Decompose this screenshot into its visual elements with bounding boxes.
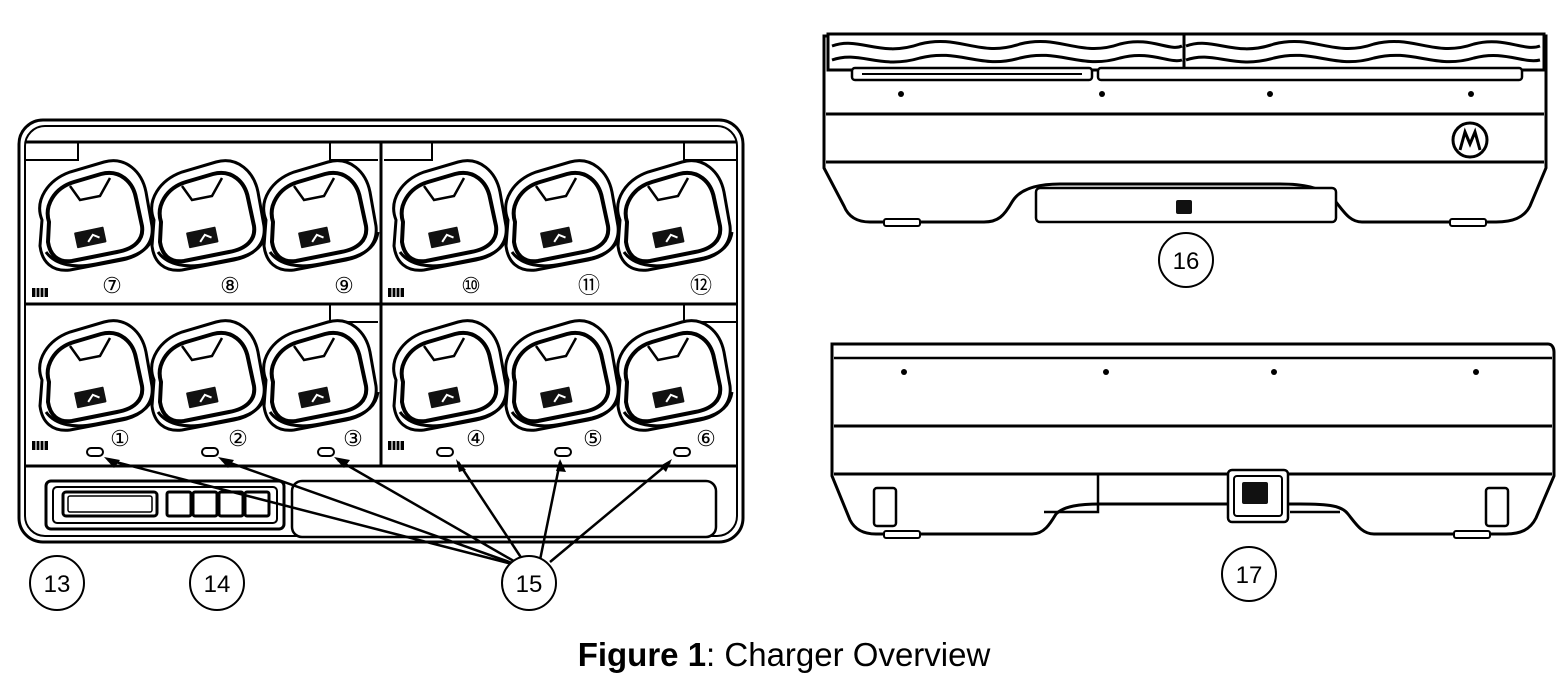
bank-mark-icon — [387, 440, 405, 451]
pocket-7 — [37, 158, 156, 273]
callout-16: 16 — [1158, 232, 1214, 288]
pocket-6 — [615, 318, 734, 433]
figure-label: Figure 1 — [577, 636, 707, 673]
pocket-12 — [615, 158, 734, 273]
pocket-number-7: ⑦ — [102, 273, 122, 298]
pocket-number-2: ② — [228, 426, 248, 451]
display-module — [44, 479, 286, 531]
motorola-logo-icon — [1451, 121, 1489, 159]
callout-13: 13 — [29, 555, 85, 611]
svg-text:15: 15 — [516, 571, 543, 598]
pocket-number-5: ⑤ — [583, 426, 603, 451]
caption-separator: : — [706, 636, 725, 673]
led-indicator — [554, 447, 572, 457]
bank-mark-icon — [31, 287, 49, 298]
blank-panel — [290, 479, 718, 539]
led-indicator — [436, 447, 454, 457]
svg-text:17: 17 — [1236, 562, 1263, 589]
pocket-9 — [261, 158, 380, 273]
pocket-11 — [503, 158, 622, 273]
bank-mark-icon — [31, 440, 49, 451]
pocket-1 — [37, 318, 156, 433]
charger-back-view — [830, 342, 1556, 539]
pocket-10 — [391, 158, 510, 273]
figure-caption: Figure 1: Charger Overview — [0, 636, 1568, 674]
pocket-number-8: ⑧ — [220, 273, 240, 298]
pocket-8 — [149, 158, 268, 273]
pocket-number-6: ⑥ — [696, 426, 716, 451]
svg-text:14: 14 — [204, 571, 231, 598]
pocket-3 — [261, 318, 380, 433]
pocket-number-1: ① — [110, 426, 130, 451]
led-indicator — [201, 447, 219, 457]
pocket-number-4: ④ — [466, 426, 486, 451]
pocket-number-3: ③ — [343, 426, 363, 451]
pocket-number-9: ⑨ — [334, 273, 354, 298]
arrowheads — [104, 457, 672, 472]
pocket-2 — [149, 318, 268, 433]
led-indicator — [86, 447, 104, 457]
callout-14: 14 — [189, 555, 245, 611]
charger-top-view — [822, 32, 1548, 227]
led-indicator — [317, 447, 335, 457]
figure-title: Charger Overview — [724, 636, 991, 673]
led-indicator — [673, 447, 691, 457]
svg-text:13: 13 — [44, 571, 71, 598]
callout-15: 15 — [501, 555, 557, 611]
svg-text:16: 16 — [1173, 248, 1200, 275]
pocket-number-10: ⑩ — [461, 273, 481, 298]
charger-front-view: ⑦ ⑧ ⑨ ⑩ ⑪ ⑫ ① ② ③ ④ ⑤ ⑥ — [17, 118, 745, 566]
callout-17: 17 — [1221, 546, 1277, 602]
pocket-number-11: ⑪ — [578, 273, 600, 298]
leader-lines — [107, 458, 671, 566]
bank-mark-icon — [387, 287, 405, 298]
pocket-4 — [391, 318, 510, 433]
pocket-number-12: ⑫ — [690, 273, 712, 298]
pocket-5 — [503, 318, 622, 433]
